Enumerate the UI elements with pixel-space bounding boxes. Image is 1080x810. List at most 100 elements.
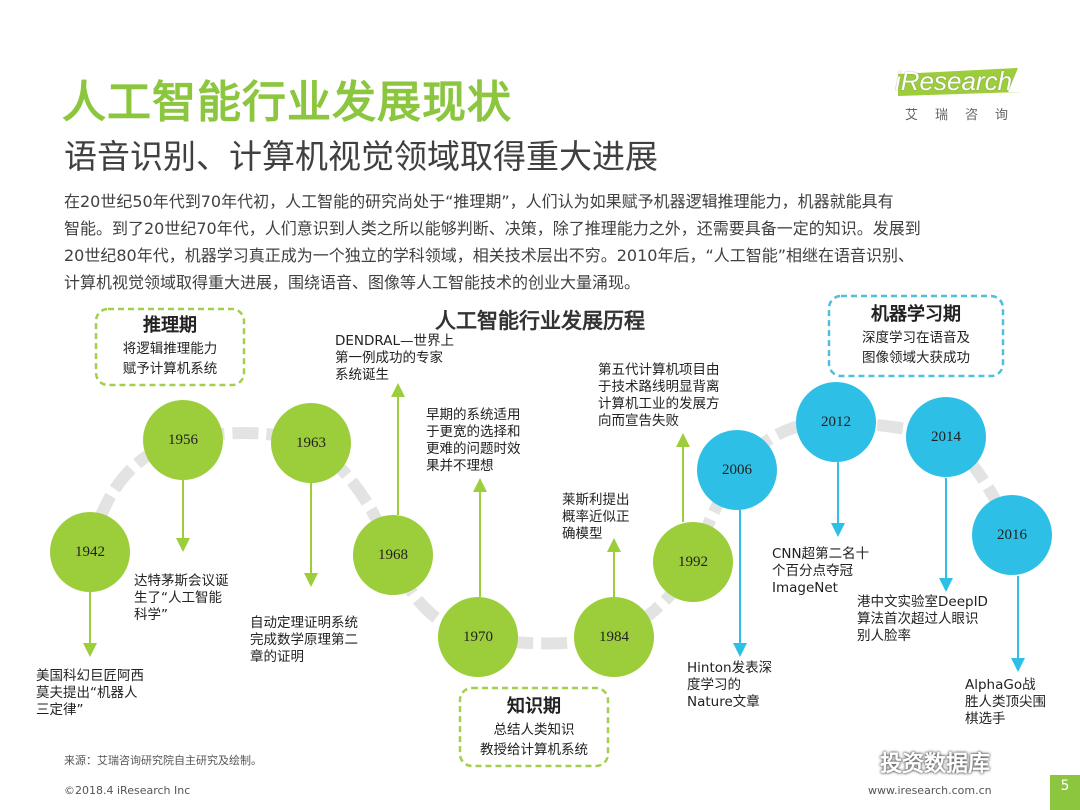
year-node-2012: [796, 382, 876, 462]
page-number: 5: [1060, 778, 1070, 794]
note-line: 于更宽的选择和: [426, 424, 521, 440]
year-label: 2014: [931, 429, 961, 445]
event-note-1963: 自动定理证明系统 完成数学原理第二 章的证明: [250, 615, 358, 666]
note-line: 第一例成功的专家: [335, 350, 443, 366]
event-note-1942: 美国科幻巨匠阿西 莫夫提出“机器人 三定律”: [36, 668, 144, 719]
year-label: 1984: [599, 629, 629, 645]
note-line: DENDRAL—世界上: [335, 333, 455, 349]
note-line: 算法首次超过人眼识: [857, 611, 979, 627]
year-node-1970: [438, 597, 518, 677]
year-node-2014: [906, 397, 986, 477]
event-note-1970: 早期的系统适用 于更宽的选择和 更难的问题时效 果并不理想: [426, 407, 521, 475]
period-desc: 将逻辑推理能力: [122, 341, 218, 357]
period-box-ml: [827, 294, 1005, 378]
note-line: Nature文章: [687, 694, 760, 710]
year-label: 1956: [168, 432, 198, 448]
note-line: ImageNet: [772, 580, 838, 596]
period-desc: 图像领域大获成功: [862, 350, 970, 366]
note-line: 自动定理证明系统: [250, 615, 358, 631]
year-node-2016: [972, 495, 1052, 575]
note-line: 于技术路线明显背离: [598, 379, 720, 395]
watermark-text: 投资数据库: [880, 752, 991, 777]
year-label: 1942: [75, 544, 105, 560]
event-note-1984: 莱斯利提出 概率近似正 确模型: [562, 492, 630, 543]
period-desc: 赋予计算机系统: [122, 361, 218, 377]
year-node-1956: [143, 400, 223, 480]
note-line: CNN超第二名十: [772, 546, 870, 562]
year-label: 1968: [378, 547, 408, 563]
intro-line: 智能。到了20世纪70年代，人们意识到人类之所以能够判断、决策，除了推理能力之外…: [64, 219, 921, 238]
year-node-1984: [574, 597, 654, 677]
wechat-icon: [849, 750, 877, 772]
page-subtitle: 语音识别、计算机视觉领域取得重大进展: [64, 137, 658, 176]
note-line: 向而宣告失败: [598, 413, 679, 429]
intro-paragraph: 在20世纪50年代到70年代初，人工智能的研究尚处于“推理期”，人们认为如果赋予…: [64, 188, 1034, 296]
year-label: 1970: [463, 629, 493, 645]
period-desc: 教授给计算机系统: [480, 742, 588, 758]
note-line: 棋选手: [965, 711, 1006, 727]
copyright: ©2018.4 iResearch Inc: [64, 784, 191, 797]
year-label: 2012: [821, 414, 851, 430]
year-label: 1992: [678, 554, 708, 570]
period-reasoning: 推理期 将逻辑推理能力 赋予计算机系统: [96, 313, 244, 379]
logo-subtitle: 艾瑞咨询: [905, 108, 1026, 123]
note-line: 概率近似正: [562, 509, 630, 525]
event-note-2016: AlphaGo战 胜人类顶尖围 棋选手: [965, 677, 1046, 728]
diagram-title: 人工智能行业发展历程: [435, 309, 645, 333]
intro-line: 20世纪80年代，机器学习真正成为一个独立的学科领域，相关技术层出不穷。2010…: [64, 246, 915, 265]
event-note-2014: 港中文实验室DeepID 算法首次超过人眼识 别人脸率: [857, 594, 988, 645]
event-note-1956: 达特茅斯会议诞 生了“人工智能 科学”: [134, 573, 229, 624]
event-note-2006: Hinton发表深 度学习的 Nature文章: [687, 660, 772, 711]
period-title: 机器学习期: [871, 304, 961, 325]
logo-brand: iResearch: [895, 66, 1013, 96]
footer-url: www.iresearch.com.cn: [868, 784, 992, 797]
note-line: 第五代计算机项目由: [598, 362, 720, 378]
event-note-2012: CNN超第二名十 个百分点夺冠 ImageNet: [772, 546, 869, 597]
year-label: 2006: [722, 462, 752, 478]
note-line: 度学习的: [687, 677, 741, 693]
year-node-2006: [697, 430, 777, 510]
note-line: 美国科幻巨匠阿西: [36, 668, 144, 684]
year-node-1968: [353, 515, 433, 595]
page-title: 人工智能行业发展现状: [62, 77, 512, 128]
page-number-bg: [1050, 775, 1080, 810]
note-line: 科学”: [134, 607, 168, 623]
note-line: 达特茅斯会议诞: [134, 573, 229, 589]
note-line: 生了“人工智能: [134, 590, 222, 606]
event-note-1968: DENDRAL—世界上 第一例成功的专家 系统诞生: [335, 333, 454, 384]
year-node-1942: [50, 512, 130, 592]
period-machine-learning: 机器学习期 深度学习在语音及 图像领域大获成功: [829, 302, 1003, 368]
year-node-1963: [271, 403, 351, 483]
year-label: 2016: [997, 527, 1027, 543]
intro-line: 在20世纪50年代到70年代初，人工智能的研究尚处于“推理期”，人们认为如果赋予…: [64, 192, 894, 211]
note-line: 系统诞生: [335, 367, 389, 383]
period-box-reasoning: [94, 307, 246, 387]
year-label: 1963: [296, 435, 326, 451]
event-note-1992: 第五代计算机项目由 于技术路线明显背离 计算机工业的发展方 向而宣告失败: [598, 362, 720, 430]
note-line: 港中文实验室DeepID: [857, 594, 988, 610]
note-line: 个百分点夺冠: [772, 563, 853, 579]
note-line: 果并不理想: [426, 458, 494, 474]
note-line: 胜人类顶尖围: [965, 694, 1046, 710]
note-line: 早期的系统适用: [426, 407, 521, 423]
year-node-1992: [653, 522, 733, 602]
iresearch-logo: [898, 68, 1022, 96]
note-line: 确模型: [562, 526, 603, 542]
source-note: 来源：艾瑞咨询研究院自主研究及绘制。: [64, 754, 262, 767]
period-desc: 深度学习在语音及: [862, 330, 970, 346]
note-line: 更难的问题时效: [426, 441, 521, 457]
period-knowledge: 知识期 总结人类知识 教授给计算机系统: [460, 694, 608, 760]
note-line: Hinton发表深: [687, 660, 773, 676]
period-title: 推理期: [143, 315, 197, 336]
note-line: 完成数学原理第二: [250, 632, 358, 648]
note-line: AlphaGo战: [965, 677, 1036, 693]
period-desc: 总结人类知识: [493, 722, 575, 738]
period-box-knowledge: [458, 686, 610, 768]
period-title: 知识期: [507, 696, 561, 717]
note-line: 计算机工业的发展方: [598, 396, 720, 412]
note-line: 莱斯利提出: [562, 492, 630, 508]
note-line: 三定律”: [36, 702, 84, 718]
note-line: 莫夫提出“机器人: [36, 685, 138, 701]
note-line: 章的证明: [250, 649, 304, 665]
